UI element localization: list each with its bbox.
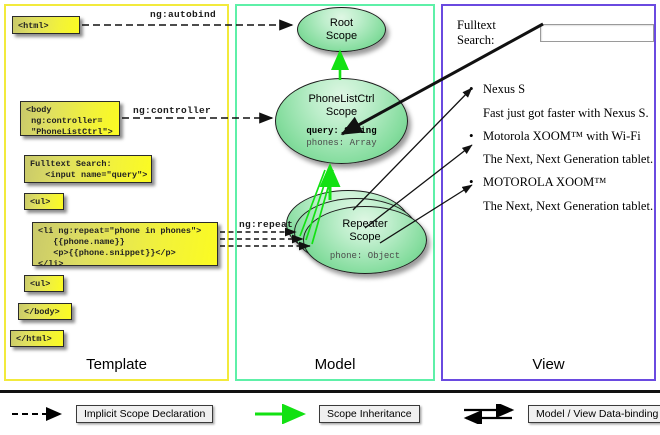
code-box-ul-close: <ul> (24, 275, 64, 292)
double-arrow-icon (463, 404, 515, 424)
scope-prop-phones: phones: Array (306, 137, 377, 148)
scope-root-title-line2: Scope (325, 29, 358, 42)
view-search-label: Fulltext Search: (457, 18, 496, 47)
code-box-body-open: <body ng:controller= "PhoneListCtrl"> (20, 101, 120, 137)
view-phone-list: Nexus S Fast just got faster with Nexus … (469, 79, 654, 220)
phone-snippet: The Next, Next Generation tablet. (483, 152, 654, 167)
scope-repeater-props: phone: Object (330, 250, 400, 262)
legend-item-implicit: Implicit Scope Declaration (10, 404, 214, 424)
code-box-fulltext-search: Fulltext Search: <input name="query"> (24, 155, 152, 183)
view-content: Fulltext Search: Nexus S Fast just got f… (443, 6, 654, 379)
scope-prop-query: query: String (306, 125, 377, 136)
list-item: Motorola XOOM™ with Wi-Fi The Next, Next… (469, 126, 654, 170)
scope-phonelistctrl-props: query: String phones: Array (306, 125, 376, 149)
scope-phonelistctrl-title-line2: Scope (325, 105, 358, 118)
view-search-row: Fulltext Search: (457, 18, 654, 48)
dashed-arrow-icon (12, 407, 62, 421)
scope-prop-phone: phone: Object (329, 250, 401, 261)
scope-root-title-line1: Root (329, 16, 354, 29)
code-box-html-open: <html> (12, 16, 80, 34)
view-search-input[interactable] (540, 24, 654, 42)
connector-label-repeat: ng:repeat (239, 219, 294, 230)
code-box-html-close: </html> (10, 330, 64, 347)
legend: Implicit Scope Declaration Scope Inherit… (0, 398, 660, 435)
scope-root: Root Scope (297, 7, 386, 52)
connector-label-controller: ng:controller (133, 105, 212, 116)
column-model-label: Model (314, 356, 356, 373)
code-box-body-close: </body> (18, 303, 72, 320)
legend-label-implicit: Implicit Scope Declaration (76, 405, 214, 423)
legend-label-inheritance: Scope Inheritance (319, 405, 420, 423)
phone-name: MOTOROLA XOOM™ (469, 172, 654, 192)
green-arrow-icon (255, 404, 306, 424)
connector-label-autobind: ng:autobind (150, 9, 217, 20)
scope-repeater: Repeater Scope phone: Object (303, 206, 427, 274)
list-item: Nexus S Fast just got faster with Nexus … (469, 79, 654, 123)
legend-divider (0, 390, 660, 393)
phone-name: Motorola XOOM™ with Wi-Fi (469, 126, 654, 146)
legend-item-inheritance: Scope Inheritance (253, 404, 420, 424)
scope-repeater-title-line2: Scope (349, 230, 381, 243)
phone-snippet: The Next, Next Generation tablet. (483, 198, 654, 213)
scope-phonelistctrl-title-line1: PhoneListCtrl (308, 93, 375, 106)
scope-repeater-title-line1: Repeater (342, 218, 388, 231)
legend-label-databinding: Model / View Data-binding (528, 405, 660, 423)
column-view-label: View (532, 356, 565, 373)
scope-phonelistctrl: PhoneListCtrl Scope query: String phones… (275, 78, 408, 164)
list-item: MOTOROLA XOOM™ The Next, Next Generation… (469, 172, 654, 216)
phone-snippet: Fast just got faster with Nexus S. (483, 105, 649, 120)
column-template-label: Template (86, 356, 147, 373)
code-box-ul-open: <ul> (24, 193, 64, 210)
phone-name: Nexus S (469, 79, 654, 99)
code-box-li-repeat: <li ng:repeat="phone in phones"> {{phone… (32, 222, 218, 269)
column-view: Fulltext Search: Nexus S Fast just got f… (441, 4, 656, 381)
legend-item-databinding: Model / View Data-binding (462, 404, 660, 424)
